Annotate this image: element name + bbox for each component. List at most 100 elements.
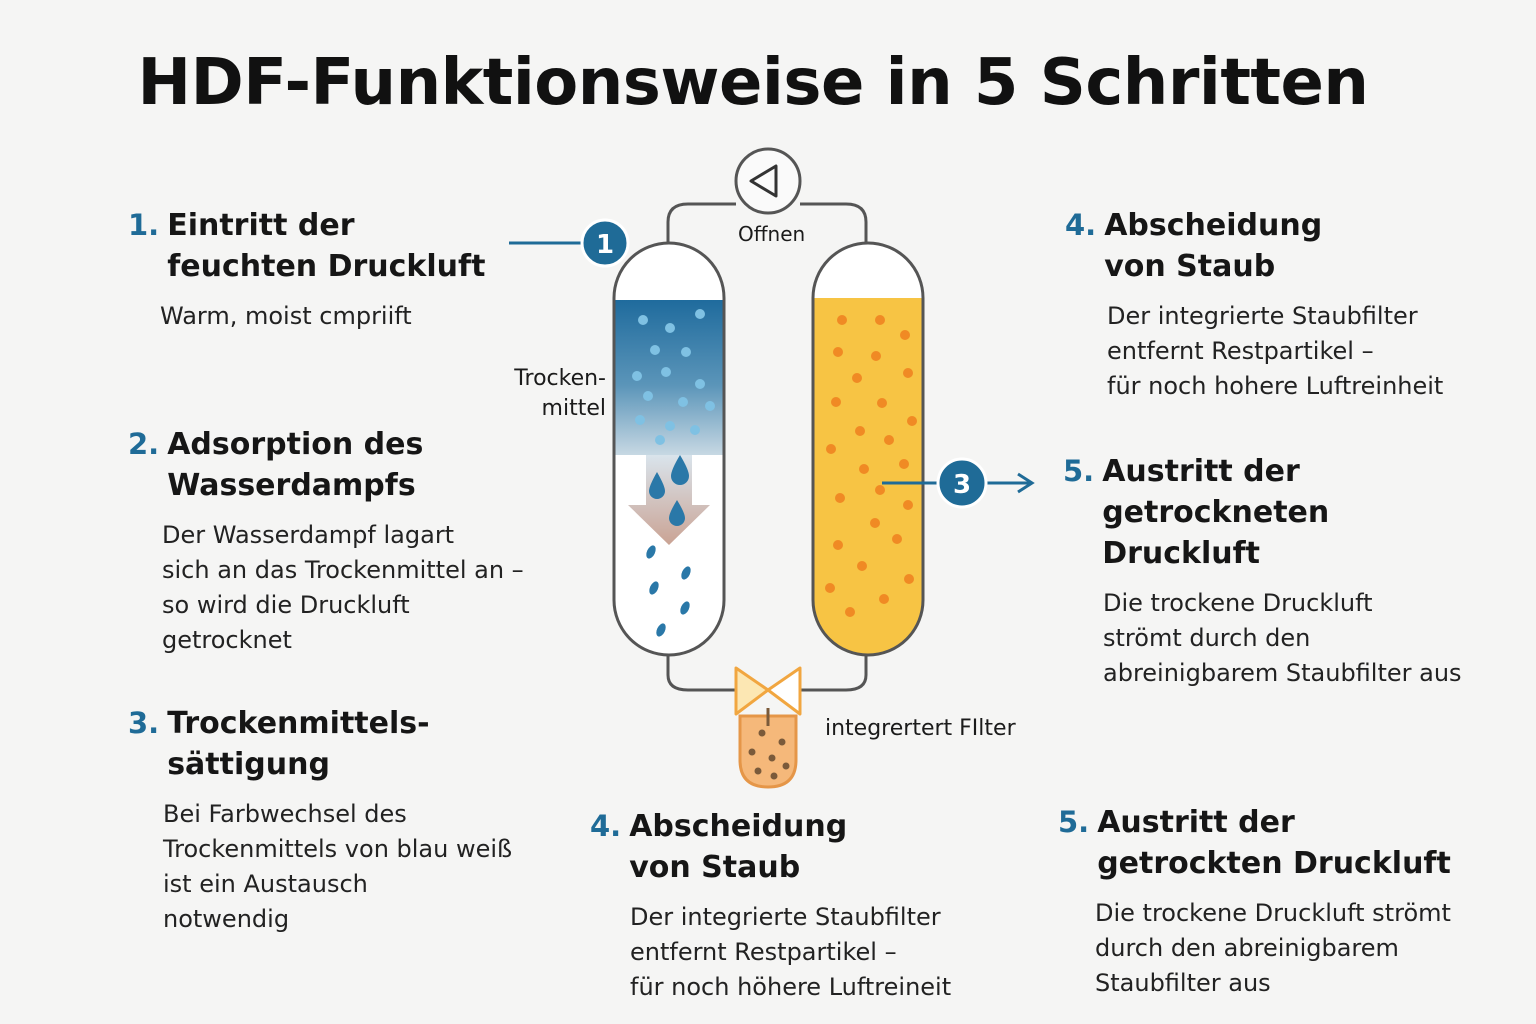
particle-dot: [903, 500, 913, 510]
step-description: Der integrierte Staubfilter entfernt Res…: [1107, 302, 1444, 400]
step-title: Eintritt der feuchten Druckluft: [167, 208, 486, 284]
particle-dot: [655, 435, 665, 445]
particle-dot: [665, 323, 675, 333]
step-title: Abscheidung von Staub: [629, 809, 848, 885]
dust-particles: [748, 729, 790, 780]
step-number: 4.: [590, 809, 622, 843]
left-vessel: [614, 243, 724, 655]
particle-dot: [681, 347, 691, 357]
particle-dot: [833, 540, 843, 550]
droplet: [656, 623, 666, 637]
particle-dot: [665, 421, 675, 431]
top-pipe: [666, 202, 868, 243]
particle-dot: [833, 347, 843, 357]
step-3: 3. Trockenmittels- sättigung Bei Farbwec…: [128, 703, 512, 937]
step-number: 5.: [1058, 805, 1090, 839]
step-number: 3.: [128, 706, 160, 740]
particle-dot: [825, 583, 835, 593]
bottom-pipe: [666, 655, 868, 692]
particle-dot: [875, 485, 885, 495]
valve-label: Offnen: [738, 222, 806, 246]
particle-dot: [705, 401, 715, 411]
particle-dot: [899, 459, 909, 469]
step-5-bottom: 5. Austritt der getrockten Druckluft Die…: [1058, 802, 1451, 1001]
page-title: HDF-Funktionsweise in 5 Schritten: [137, 46, 1369, 120]
particle-dot: [870, 518, 880, 528]
step-4-top: 4. Abscheidung von Staub Der integrierte…: [1065, 205, 1443, 404]
step-number: 2.: [128, 427, 160, 461]
particle-dot: [875, 315, 885, 325]
step-description: Der Wasserdampf lagart sich an das Trock…: [162, 521, 524, 654]
particle-dot: [845, 607, 855, 617]
step-4-bottom: 4. Abscheidung von Staub Der integrierte…: [590, 806, 951, 1005]
particle-dot: [695, 309, 705, 319]
step-number: 4.: [1065, 208, 1097, 242]
step-title: Abscheidung von Staub: [1104, 208, 1323, 284]
particle-dot: [903, 368, 913, 378]
particle-dot: [892, 534, 902, 544]
particle-dot: [831, 397, 841, 407]
particle-dot: [900, 330, 910, 340]
particle-dot: [884, 435, 894, 445]
particle-dot: [835, 493, 845, 503]
particle-dot: [635, 415, 645, 425]
saturated-particles: [825, 315, 917, 617]
particle-dot: [826, 444, 836, 454]
particle-dot: [650, 345, 660, 355]
particle-dot: [852, 373, 862, 383]
dust-dot: [748, 748, 756, 756]
droplet: [681, 566, 691, 580]
particle-dot: [907, 416, 917, 426]
droplet: [649, 581, 659, 595]
desiccant-label: Trocken- mittel: [514, 366, 606, 421]
badge-3-text: 3: [953, 470, 971, 500]
dust-dot: [754, 767, 762, 775]
filter-icon: [738, 708, 798, 789]
particle-dot: [638, 315, 648, 325]
particle-dot: [837, 315, 847, 325]
particle-dot: [904, 574, 914, 584]
step-title: Austritt der getrockten Druckluft: [1097, 805, 1451, 881]
step-3-badge: 3: [936, 457, 988, 509]
outlet-arrow-icon: [1017, 472, 1035, 494]
particle-dot: [879, 594, 889, 604]
dust-dot: [758, 729, 766, 737]
droplet: [680, 601, 690, 615]
dust-dot: [782, 762, 790, 770]
particle-dot: [871, 351, 881, 361]
step-5-top: 5. Austritt der getrockneten Druckluft D…: [1063, 451, 1462, 691]
particle-dot: [661, 367, 671, 377]
particle-dot: [632, 371, 642, 381]
step-description: Die trockene Druckluft strömt durch den …: [1095, 899, 1451, 997]
step-1-badge: 1: [580, 218, 630, 268]
falling-droplets: [646, 545, 691, 637]
step-title: Austritt der getrockneten Druckluft: [1102, 454, 1330, 571]
step-1: 1. Eintritt der feuchten Druckluft Warm,…: [128, 205, 485, 334]
filter-label: integrertert FIlter: [825, 716, 1016, 741]
badge-1-text: 1: [596, 230, 614, 260]
step-number: 1.: [128, 208, 160, 242]
particle-dot: [857, 561, 867, 571]
dust-dot: [770, 772, 778, 780]
particle-dot: [643, 391, 653, 401]
particle-dot: [695, 379, 705, 389]
particle-dot: [877, 398, 887, 408]
particle-dot: [678, 397, 688, 407]
droplet: [646, 545, 656, 559]
step-number: 5.: [1063, 454, 1095, 488]
particle-dot: [859, 464, 869, 474]
step-description: Die trockene Druckluft strömt durch den …: [1103, 589, 1462, 687]
butterfly-valve-icon: [734, 666, 802, 716]
particle-dot: [690, 425, 700, 435]
desiccant-particles: [632, 309, 715, 445]
step-description: Warm, moist cmpriift: [160, 302, 412, 330]
step-description: Bei Farbwechsel des Trockenmittels von b…: [163, 800, 513, 933]
step-title: Trockenmittels- sättigung: [167, 706, 430, 782]
valve-icon: [734, 147, 802, 215]
particle-dot: [855, 426, 865, 436]
step-title: Adsorption des Wasserdampfs: [167, 427, 424, 503]
dust-dot: [768, 754, 776, 762]
step-2: 2. Adsorption des Wasserdampfs Der Wasse…: [128, 424, 524, 658]
water-droplet-icon: [649, 455, 689, 526]
